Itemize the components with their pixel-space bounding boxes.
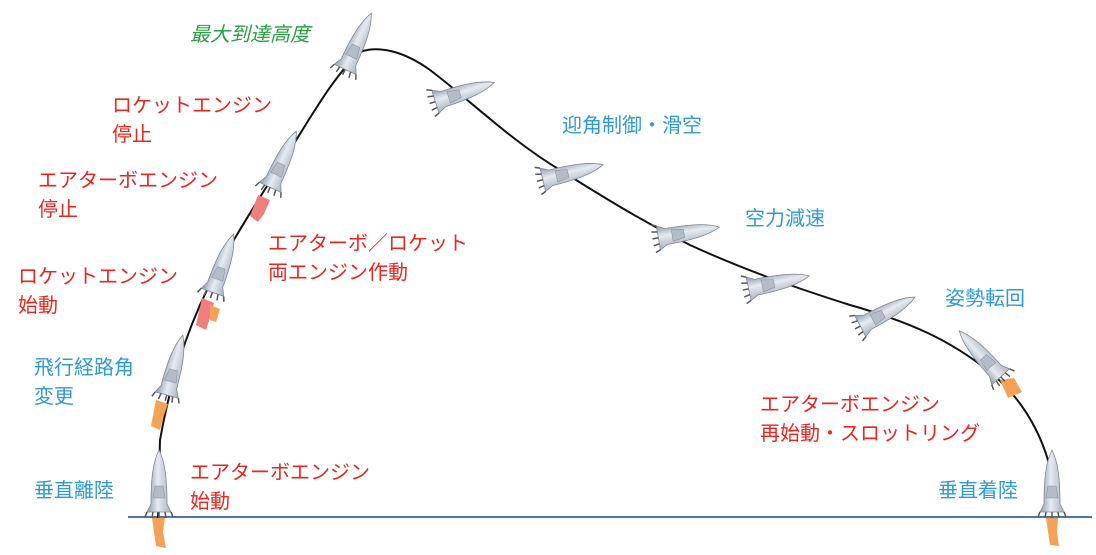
rocket-icon <box>424 68 500 118</box>
rocket-icon <box>144 449 174 519</box>
flame-icon <box>1046 518 1059 546</box>
trajectory-curve <box>157 48 1056 521</box>
rocket-icon <box>739 261 813 305</box>
flame-icon <box>151 400 168 430</box>
rocket-icon <box>532 150 608 196</box>
flame-icon <box>1000 378 1022 398</box>
label-apex: 最大到達高度 <box>190 22 310 46</box>
label-path-angle: 飛行経路角変更 <box>34 355 134 408</box>
label-rocket-start: ロケットエンジン始動 <box>18 264 178 317</box>
rocket-icon <box>196 228 248 304</box>
label-attitude-turn: 姿勢転回 <box>945 286 1025 310</box>
label-airturbo-stop: エアターボエンジン停止 <box>38 168 218 221</box>
flame-icon <box>196 298 214 330</box>
label-airturbo-restart: エアターボエンジン再始動・スロットリング <box>760 392 980 445</box>
label-vertical-takeoff: 垂直離陸 <box>34 478 114 502</box>
label-aero-decel: 空力減速 <box>745 206 825 230</box>
label-rocket-stop: ロケットエンジン停止 <box>112 93 272 146</box>
label-dual-engine: エアターボ／ロケット両エンジン作動 <box>268 231 468 284</box>
rocket-icon <box>1037 449 1067 519</box>
flame-icon <box>152 518 166 548</box>
rocket-icon <box>329 6 385 82</box>
rocket-icon <box>150 330 198 406</box>
label-airturbo-start: エアターボエンジン始動 <box>190 460 370 513</box>
flame-icon <box>250 195 270 222</box>
label-glide: 迎角制御・滑空 <box>562 113 702 137</box>
rocket-icon <box>649 212 723 254</box>
label-vertical-landing: 垂直着陸 <box>938 478 1018 502</box>
rocket-icon <box>847 283 923 343</box>
flame-icon <box>210 305 220 322</box>
